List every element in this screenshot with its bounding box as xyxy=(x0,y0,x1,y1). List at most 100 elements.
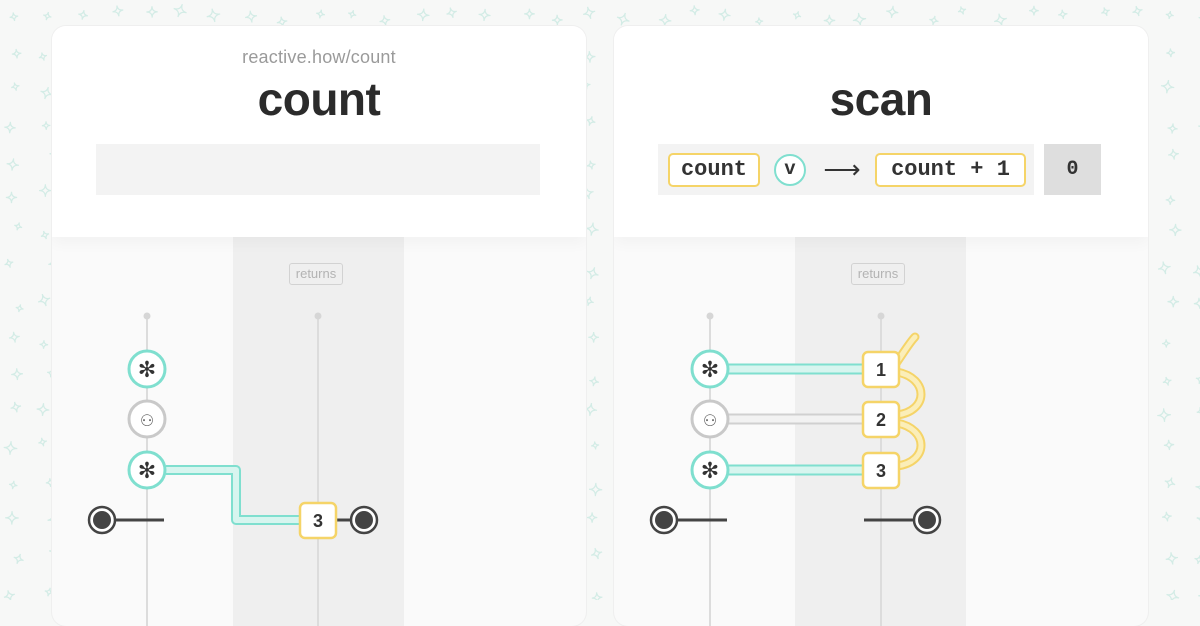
pattern-star xyxy=(1194,555,1200,565)
pattern-star xyxy=(957,6,967,15)
pattern-star xyxy=(43,11,52,21)
input-event-2: ⚇ xyxy=(127,399,167,439)
pattern-star xyxy=(852,12,867,27)
pattern-star xyxy=(1193,297,1200,309)
input-event-1: ✻ xyxy=(690,349,730,389)
pattern-star xyxy=(588,331,600,343)
input-event-3: ✻ xyxy=(690,450,730,490)
pattern-star xyxy=(112,5,124,17)
pattern-star xyxy=(755,17,764,26)
output-timeline-start xyxy=(877,312,885,320)
pattern-star xyxy=(206,8,221,23)
pattern-star xyxy=(1165,10,1174,20)
output-value: 2 xyxy=(876,410,886,430)
output-timeline-start xyxy=(314,312,322,320)
output-value-box-3: 3 xyxy=(861,451,901,490)
accumulator-param: count xyxy=(668,153,760,187)
pattern-star xyxy=(4,258,14,268)
pattern-star xyxy=(9,12,19,22)
pattern-star xyxy=(1162,339,1171,348)
pattern-star xyxy=(15,304,24,313)
pattern-star xyxy=(1166,589,1180,600)
pattern-star xyxy=(1058,9,1068,20)
event-glyph: ✻ xyxy=(138,358,156,383)
pattern-star xyxy=(3,590,16,600)
pattern-star xyxy=(5,191,18,204)
pattern-star xyxy=(1165,195,1176,205)
pattern-star xyxy=(38,52,48,61)
count-marble-diagram: ✻ ⚇ ✻ 3 xyxy=(87,312,379,626)
pattern-star xyxy=(1195,481,1200,494)
pattern-star xyxy=(1168,148,1179,160)
event-glyph: ✻ xyxy=(701,358,719,383)
feedback-loop-1-fill xyxy=(896,369,924,418)
pattern-star xyxy=(1161,511,1172,522)
pattern-star xyxy=(792,11,802,20)
value-param: v xyxy=(774,154,806,186)
output-value: 3 xyxy=(313,511,323,531)
input-event-2: ⚇ xyxy=(690,399,730,439)
event-glyph: ⚇ xyxy=(703,411,717,430)
pattern-star xyxy=(11,368,24,381)
scan-header: scan count v ⟶ count + 1 0 xyxy=(614,26,1148,237)
pattern-star xyxy=(586,267,599,280)
pattern-star xyxy=(8,480,18,490)
pattern-star xyxy=(582,6,596,20)
pattern-star xyxy=(11,82,20,91)
pattern-star xyxy=(929,15,939,26)
pattern-star xyxy=(5,511,19,525)
output-value: 1 xyxy=(876,360,886,380)
pattern-star xyxy=(590,547,603,560)
pattern-star xyxy=(591,592,603,600)
count-header: reactive.how/count count xyxy=(52,26,586,237)
accumulator-expression: count + 1 xyxy=(875,153,1026,187)
pattern-star xyxy=(37,293,51,307)
pattern-star xyxy=(589,376,600,387)
pattern-star xyxy=(823,14,836,27)
count-panel: reactive.how/count count returns ✻ ⚇ ✻ xyxy=(52,26,586,626)
pattern-star xyxy=(1195,374,1200,385)
input-event-1: ✻ xyxy=(127,349,167,389)
pattern-star xyxy=(41,121,51,130)
output-value: 3 xyxy=(876,461,886,481)
pattern-star xyxy=(1192,265,1200,278)
pattern-star xyxy=(478,8,491,22)
input-timeline-start xyxy=(706,312,714,320)
pattern-star xyxy=(11,48,22,59)
pattern-star xyxy=(1101,7,1110,17)
pattern-star xyxy=(6,158,19,171)
pattern-star xyxy=(583,51,596,63)
output-completion-marker xyxy=(318,505,379,535)
pattern-star xyxy=(244,10,258,23)
pattern-star xyxy=(886,5,899,19)
accumulator-function: count v ⟶ count + 1 xyxy=(658,144,1034,195)
pattern-star xyxy=(1167,123,1178,134)
pattern-star xyxy=(586,160,596,170)
feedback-loop-2-fill xyxy=(896,420,924,469)
pattern-star xyxy=(1163,439,1175,451)
output-value-box-2: 2 xyxy=(861,400,901,439)
pattern-star xyxy=(347,9,357,19)
event-glyph: ⚇ xyxy=(140,411,154,430)
pattern-star xyxy=(36,403,50,416)
pattern-star xyxy=(10,401,22,413)
pattern-star xyxy=(1165,552,1179,565)
pattern-star xyxy=(39,184,52,197)
operator-title: scan xyxy=(829,73,933,125)
pattern-star xyxy=(8,331,20,343)
source-caption: reactive.how/count xyxy=(242,47,396,67)
output-value-box: 3 xyxy=(298,501,338,540)
pattern-star xyxy=(3,441,18,455)
pattern-star xyxy=(586,512,598,523)
pattern-star xyxy=(585,222,599,236)
event-glyph: ✻ xyxy=(701,459,719,484)
returns-label: returns xyxy=(851,263,905,285)
input-completion-marker xyxy=(649,505,727,535)
pattern-star xyxy=(4,121,16,134)
pattern-star xyxy=(584,296,594,307)
pattern-star xyxy=(590,441,600,450)
input-timeline-start xyxy=(143,312,151,320)
output-value-box-1: 1 xyxy=(861,350,901,389)
pattern-star xyxy=(1164,477,1176,489)
pattern-star xyxy=(1029,5,1039,16)
